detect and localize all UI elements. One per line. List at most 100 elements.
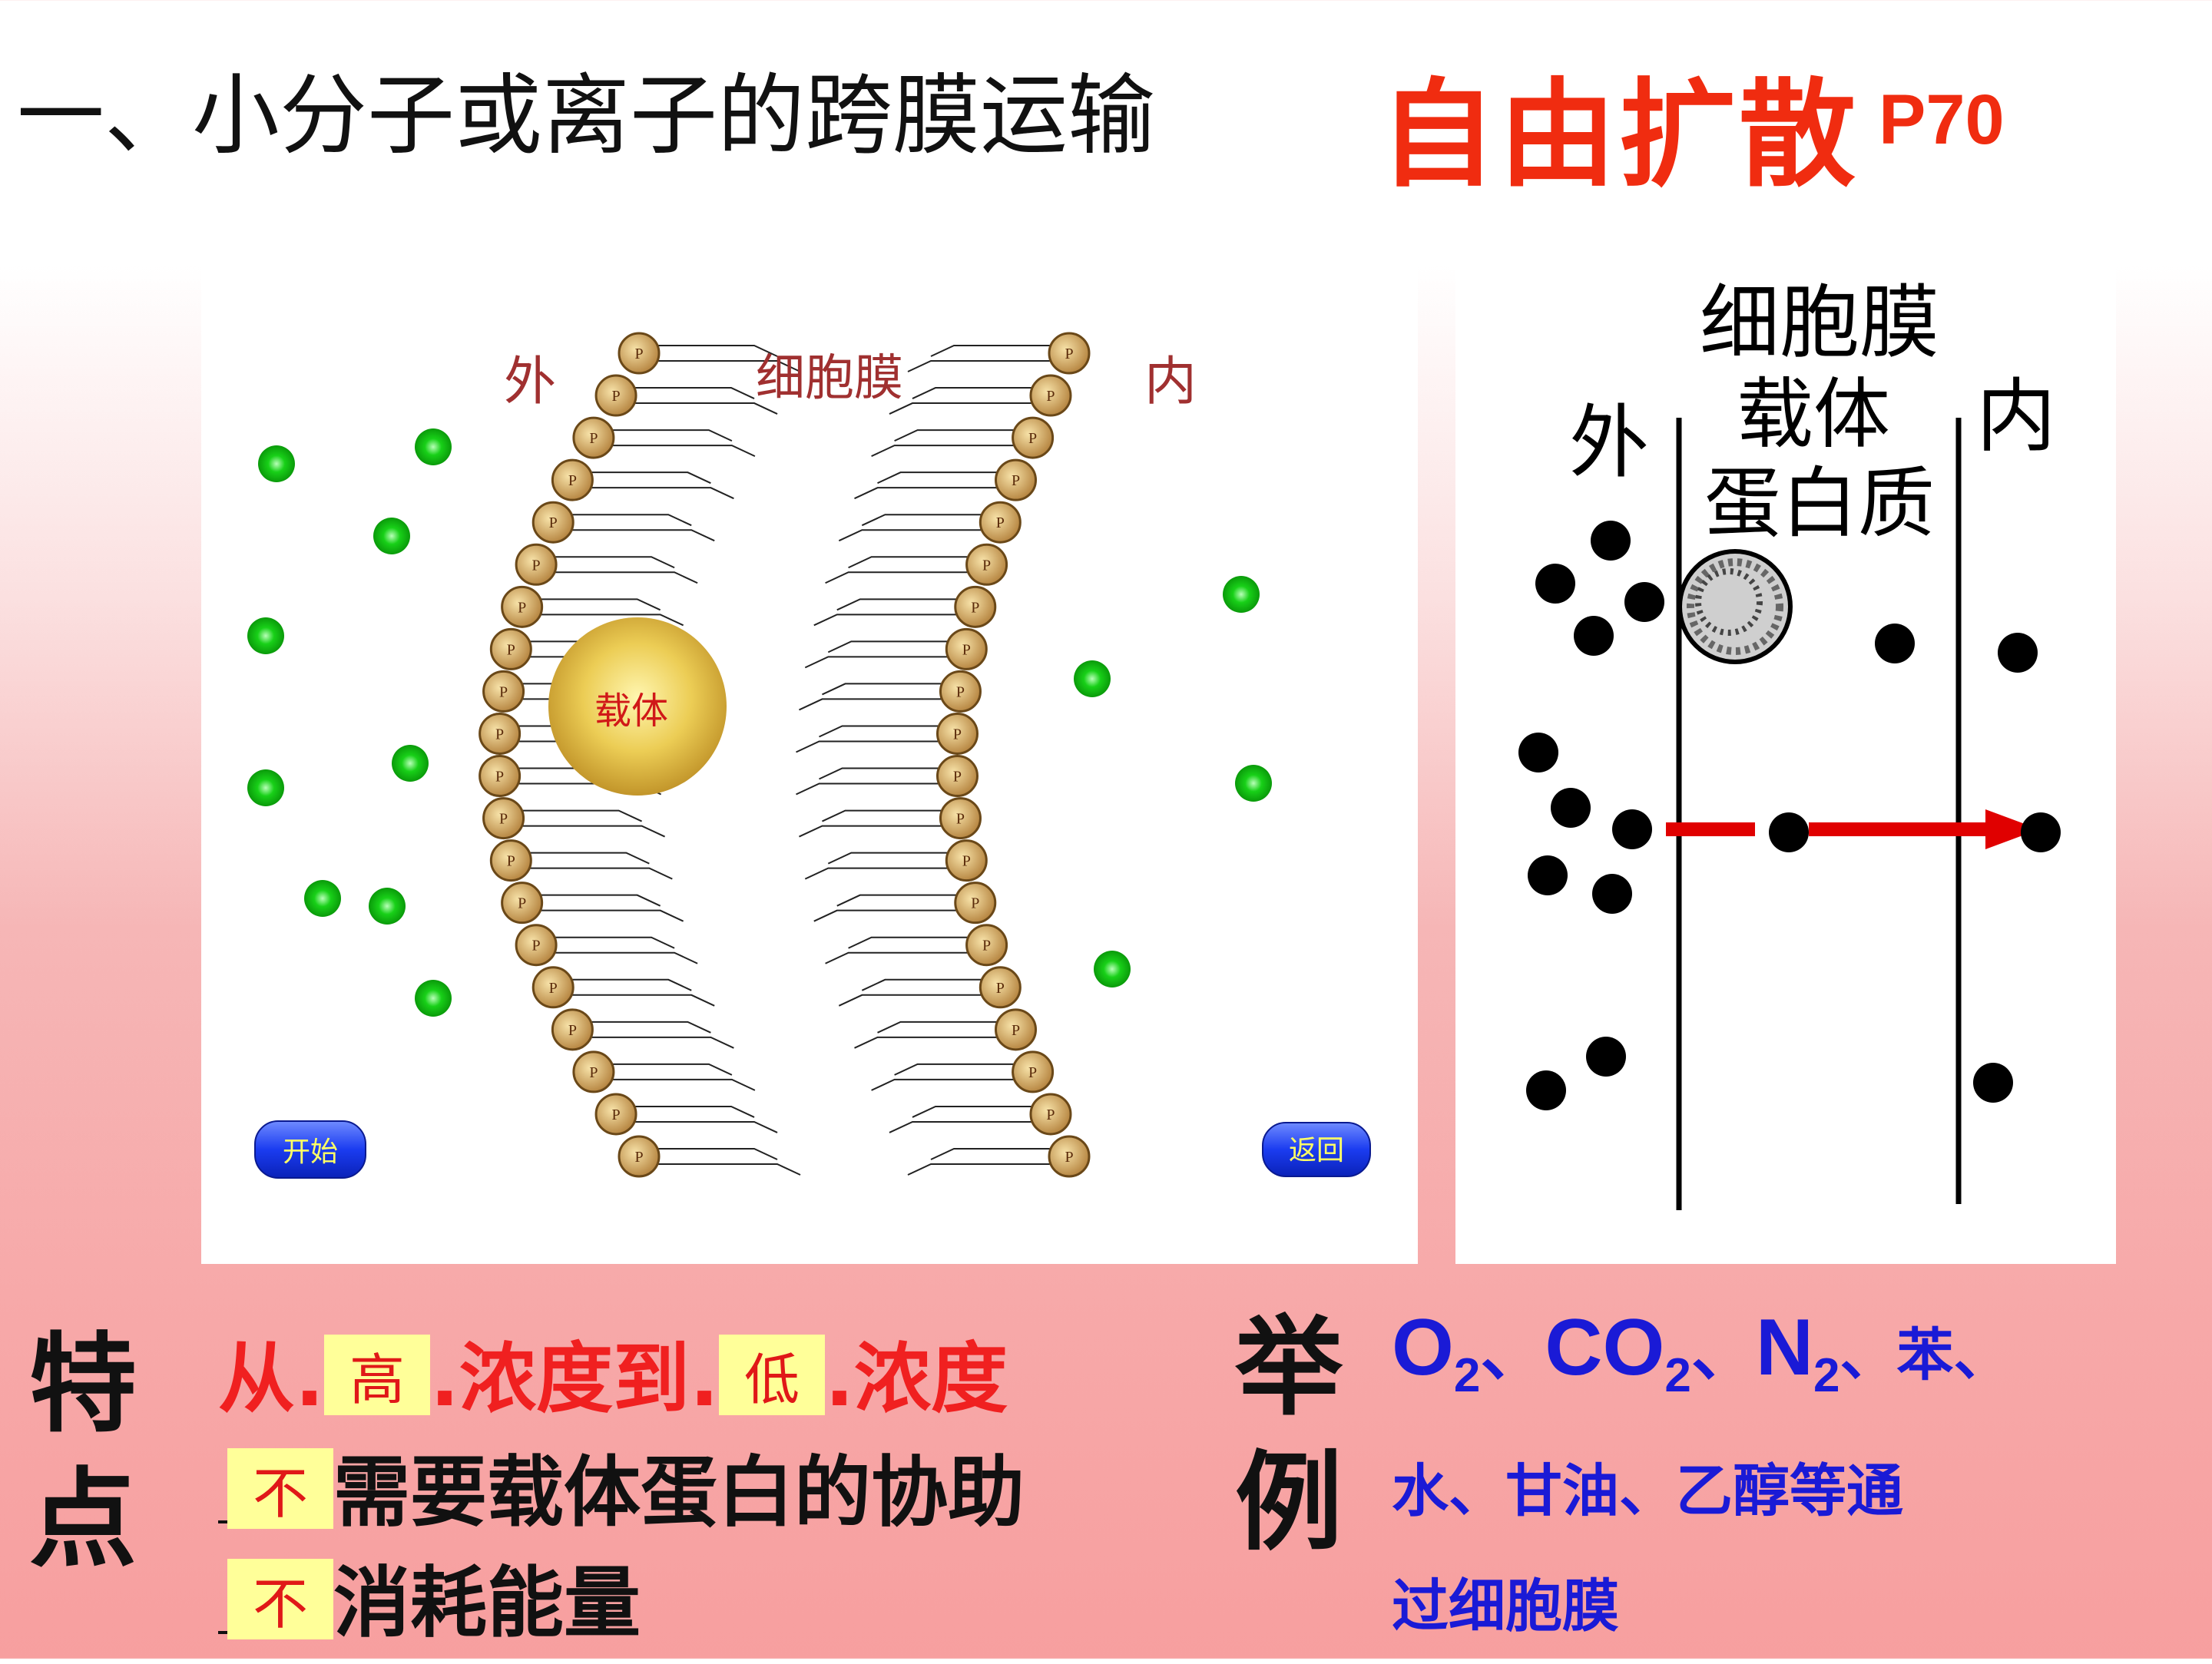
lipid-tail [550,936,675,949]
phospholipid-head: P [965,924,1008,967]
lipid-tail [912,1105,1037,1118]
back-button[interactable]: 返回 [1262,1122,1371,1177]
lipid-tail [854,487,1002,500]
phospholipid-head-letter: P [996,514,1005,531]
phospholipid-head: P [1012,1050,1055,1093]
solute-particle [1586,1037,1626,1077]
sep2: 、 [1690,1316,1756,1388]
lipid-tail [930,345,1055,357]
lipid-tail [930,1148,1055,1160]
solute-particle [1591,521,1631,561]
solute-particle [1612,809,1652,849]
solute-particle [1973,1063,2013,1103]
lipid-tail [912,387,1037,399]
solute-particle [1528,855,1568,895]
outside-label: 外 [504,352,556,412]
phospholipid-head-letter: P [507,641,515,658]
phospholipid-head-letter: P [956,811,965,828]
examples-line2: 水、甘油、乙醇等通 [1392,1457,1903,1524]
topic-title: 自由扩散 [1379,67,1859,203]
sep1: 、 [1480,1316,1545,1388]
lipid-tail [586,1021,711,1034]
co2-sub: 2 [1664,1348,1691,1402]
feature1-suffix: .浓度 [824,1334,1008,1424]
phospholipid-head-letter: P [996,980,1005,997]
lipid-tail [653,1163,801,1176]
lipid-tail [567,978,692,991]
lipid-tail [838,994,987,1007]
phospholipid-head: P [1048,332,1091,375]
lipid-tail [535,614,684,627]
phospholipid-head-letter: P [1046,1107,1055,1123]
lipid-tail [848,936,973,949]
page-title: 一、小分子或离子的跨膜运输 [17,65,1156,167]
phospholipid-head: P [995,1008,1038,1051]
diffusion-diagram: 细胞膜 载体 蛋白质 外 内 [1455,241,2116,1264]
phospholipid-head-letter: P [982,938,991,954]
phospholipid-head-letter: P [956,683,965,700]
right-membrane-label: 细胞膜 [1700,276,1939,369]
blank-energy: 不 [227,1559,333,1639]
o2-sub: 2 [1453,1348,1481,1402]
small-molecule [415,980,452,1017]
lipid-tail [567,514,692,527]
diffusion-arrow [1666,809,2039,849]
phospholipid-head-letter: P [971,599,979,616]
phospholipid-head-letter: P [1012,1022,1020,1039]
back-button-label: 返回 [1289,1135,1344,1166]
phospholipid-head: P [1029,1093,1072,1136]
phospholipid-head-letter: P [971,895,979,912]
solute-particle [2021,812,2061,852]
phospholipid-head-letter: P [549,980,558,997]
feature3-text: 消耗能量 [333,1558,641,1648]
phospholipid-head: P [945,839,988,882]
phospholipid-head-letter: P [634,346,643,362]
solute-particle [1769,812,1809,852]
examples-text: O2、CO2、N2、苯、 水、甘油、乙醇等通 过细胞膜 [1392,1290,2160,1664]
n2: N [1755,1303,1814,1392]
membrane-label: 细胞膜 [756,350,903,407]
lipid-tail [854,1036,1002,1049]
lipid-tail [871,1078,1019,1091]
lipid-tail [607,429,733,442]
lipid-tail [804,656,953,669]
small-molecule [392,745,429,782]
start-button[interactable]: 开始 [254,1120,366,1179]
phospholipid-head-letter: P [1012,472,1020,489]
phospholipid-head-letter: P [962,853,971,870]
phospholipid-head-letter: P [495,726,504,743]
lipid-tail [804,867,953,880]
co2: CO [1545,1303,1665,1392]
lipid-tail [894,1063,1019,1076]
lipid-tail [586,1036,734,1049]
lipid-tail [535,894,661,907]
solute-particle [1875,624,1915,663]
lipid-tail [877,471,1002,485]
phospholipid-head: P [979,966,1022,1009]
phospholipid-head: P [1012,416,1055,459]
lipid-tail [813,909,962,922]
phospholipid-head: P [482,797,525,840]
phospholipid-head-letter: P [982,557,991,574]
lipid-tail [630,402,778,415]
phospholipid-head: P [594,1093,637,1136]
phospholipid-head-letter: P [1028,1064,1037,1081]
right-inside-label: 内 [1976,369,2056,463]
phospholipid-head: P [531,966,575,1009]
right-carrier-label-1: 载体 [1737,369,1890,459]
lipid-tail [822,809,947,822]
right-carrier-label-2: 蛋白质 [1704,458,1935,548]
lipid-tail [871,445,1019,458]
lipid-tail [848,556,973,569]
phospholipid-head-letter: P [495,769,504,786]
phospholipid-head: P [594,374,637,417]
phospholipid-head: P [572,416,615,459]
lipid-tail [799,825,947,838]
phospholipid-head: P [618,332,661,375]
phospholipid-head-letter: P [611,1107,620,1123]
lipid-tail [607,445,756,458]
phospholipid-head: P [1048,1135,1091,1178]
lipid-tail [889,402,1037,415]
